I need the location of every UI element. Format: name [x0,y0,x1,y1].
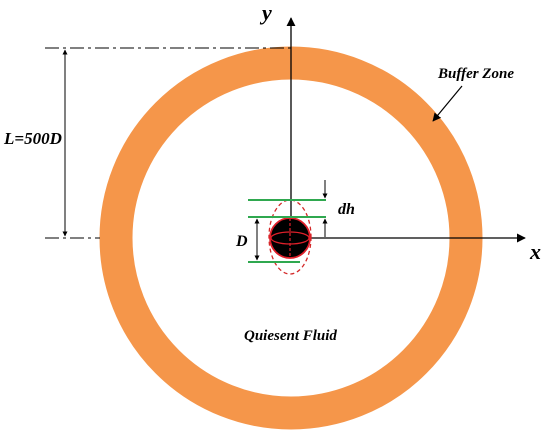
y-axis-label: y [259,0,272,25]
length-label: L=500D [3,129,62,148]
diameter-label: D [235,233,248,250]
buffer-zone-pointer [432,85,463,122]
quiescent-fluid-label: Quiesent Fluid [244,328,337,344]
dashed-ellipse [268,199,312,275]
x-axis-label: x [529,239,541,264]
buffer-zone-label: Buffer Zone [437,66,514,82]
dh-label: dh [338,201,355,218]
